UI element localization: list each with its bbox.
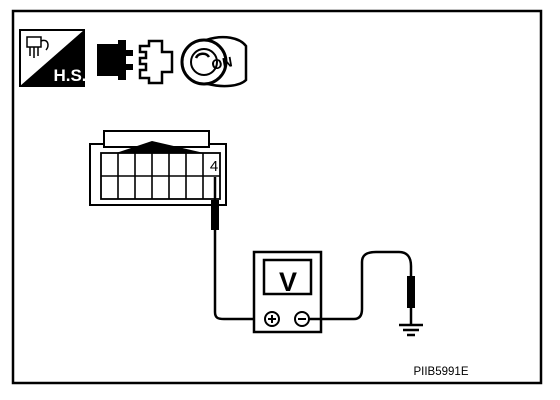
connector-disconnect-icon: [97, 39, 174, 85]
positive-terminal-icon: [264, 311, 280, 327]
hs-label: H.S.: [53, 66, 86, 85]
voltmeter-label: V: [279, 267, 297, 297]
meter-probe-positive: [211, 177, 219, 230]
ignition-key-icon: ON: [180, 35, 248, 88]
figure-code: PIIB5991E: [414, 366, 469, 378]
meter-probe-negative: [407, 276, 415, 308]
harness-connector: [89, 130, 227, 206]
negative-terminal-icon: [294, 311, 310, 327]
terminal-number: 4: [210, 158, 218, 175]
ignition-on-label: ON: [210, 53, 233, 72]
harness-sensor-icon: H.S.: [19, 29, 87, 87]
negative-lead-wire: [309, 250, 413, 321]
ground-symbol-icon: [399, 323, 423, 337]
positive-lead-wire: [213, 230, 264, 321]
